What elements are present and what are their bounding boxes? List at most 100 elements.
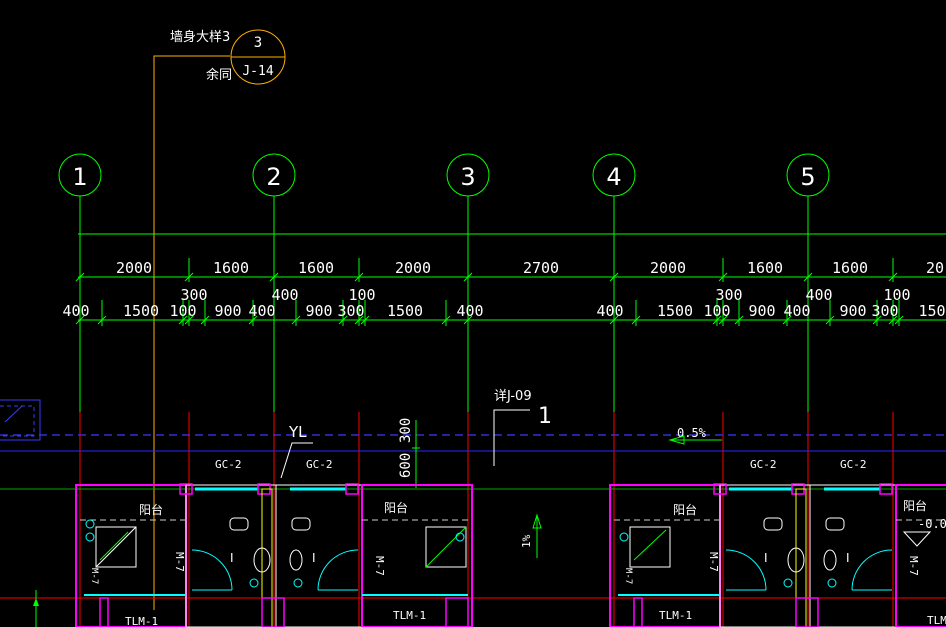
dim-label: 300 — [180, 286, 207, 304]
callout-remark: 余同 — [206, 67, 232, 83]
detail-reference[interactable]: 详J-09 1 — [493, 389, 552, 466]
door-label: M-7 — [89, 568, 99, 584]
axis-1-label: 1 — [72, 163, 87, 191]
room-label: 阳台 — [673, 502, 697, 517]
balcony-door-labels: TLM-1 TLM-1 TLM-1 TLM-1 — [125, 609, 946, 627]
dim-label: 2000 — [116, 259, 152, 277]
pipe-label-group[interactable]: YL — [280, 423, 313, 479]
window-label: GC-2 — [306, 458, 333, 471]
detail-number: 1 — [538, 404, 552, 429]
dim-label: 900 — [748, 302, 775, 320]
left-stair-outline — [0, 399, 41, 627]
dim-row2-ticks — [75, 300, 904, 326]
door-label: M-7 — [373, 556, 386, 576]
axis-2-label: 2 — [266, 163, 281, 191]
callout-number: 3 — [254, 35, 262, 51]
room-label: 阳台 — [139, 502, 163, 517]
pipe-label: YL — [288, 423, 307, 441]
vdim-label: 600 — [398, 453, 414, 478]
slope-indicator: 0.5% — [668, 426, 722, 445]
vertical-dimension: 600 300 — [398, 418, 420, 488]
room-label: 阳台 — [903, 498, 927, 513]
dim-label: 400 — [62, 302, 89, 320]
door-label: M-7 — [173, 552, 186, 572]
window-label: GC-2 — [750, 458, 777, 471]
dim-label: 400 — [596, 302, 623, 320]
window-labels: GC-2 GC-2 GC-2 GC-2 — [215, 458, 867, 471]
fixture-label: I — [230, 551, 234, 565]
balcony-door-label: TLM-1 — [393, 609, 426, 622]
dim-row1-labels: 2000 1600 1600 2000 2700 2000 1600 1600 … — [116, 259, 944, 277]
axis-1[interactable]: 1 — [58, 153, 102, 412]
dim-label: 300 — [337, 302, 364, 320]
dim-label: 300 — [871, 302, 898, 320]
axis-3-label: 3 — [460, 163, 475, 191]
dim-row2-labels: 400 1500 100 900 400 900 300 1500 400 40… — [62, 302, 945, 320]
dim-label: 2000 — [395, 259, 431, 277]
dim-row1-ticks — [75, 258, 898, 282]
axis-5-label: 5 — [800, 163, 815, 191]
door-label: M-7 — [623, 568, 633, 584]
door-label: M-7 — [907, 556, 920, 576]
room-label: 阳台 — [384, 500, 408, 515]
fixture-label: I — [312, 551, 316, 565]
callout-note: 墙身大样3 — [170, 29, 230, 45]
unit-left — [75, 483, 473, 627]
dim-label: 2000 — [650, 259, 686, 277]
dim-label: 1600 — [832, 259, 868, 277]
dim-label: 900 — [839, 302, 866, 320]
beam-lines — [0, 434, 946, 452]
dim-label: 100 — [169, 302, 196, 320]
detail-ref-label: 详J-09 — [494, 389, 532, 404]
slope-label: 0.5% — [677, 426, 707, 440]
balcony-door-label: TLM-1 — [125, 615, 158, 627]
dim-label: 400 — [805, 286, 832, 304]
dimension-lines: 2000 1600 1600 2000 2700 2000 1600 1600 … — [62, 233, 946, 326]
dim-label: 1600 — [213, 259, 249, 277]
callout-sheet: J-14 — [242, 64, 273, 79]
elevation-label: -0.0 — [918, 517, 946, 531]
dim-label: 1500 — [387, 302, 423, 320]
dim-label: 900 — [214, 302, 241, 320]
corridor-slope-label: 1% — [520, 534, 533, 548]
corridor-slope: 1% — [520, 513, 542, 558]
callout-leader-line — [153, 55, 230, 610]
axis-2[interactable]: 2 — [252, 153, 296, 412]
dim-label: 1600 — [747, 259, 783, 277]
dim-label: 2700 — [523, 259, 559, 277]
axis-4-label: 4 — [606, 163, 621, 191]
dim-label: 100 — [348, 286, 375, 304]
axis-5[interactable]: 5 — [786, 153, 830, 412]
vdim-label: 300 — [398, 418, 414, 443]
balcony-door-label: TLM-1 — [659, 609, 692, 622]
axis-4[interactable]: 4 — [592, 153, 636, 412]
dim-label: 400 — [248, 302, 275, 320]
dim-label: 20 — [926, 259, 944, 277]
dim-label: 400 — [271, 286, 298, 304]
window-label: GC-2 — [840, 458, 867, 471]
wall-section-callout[interactable]: 墙身大样3 3 J-14 余同 — [153, 29, 286, 610]
dim-label: 900 — [305, 302, 332, 320]
window-label: GC-2 — [215, 458, 242, 471]
fixture-labels: I I I I — [230, 551, 850, 565]
fixture-label: I — [846, 551, 850, 565]
fixture-label: I — [764, 551, 768, 565]
dim-label: 100 — [883, 286, 910, 304]
dim-label: 100 — [703, 302, 730, 320]
dim-label: 400 — [456, 302, 483, 320]
dim-label: 1600 — [298, 259, 334, 277]
door-labels: M-7 M-7 M-7 M-7 M-7 M-7 — [89, 552, 920, 584]
dim-label: 300 — [715, 286, 742, 304]
dim-label: 150 — [918, 302, 945, 320]
dim-label: 1500 — [123, 302, 159, 320]
dim-row2-upper-labels: 300 400 100 300 400 100 — [180, 286, 910, 304]
dim-label: 1500 — [657, 302, 693, 320]
dim-label: 400 — [783, 302, 810, 320]
unit-right — [609, 483, 946, 627]
axis-3[interactable]: 3 — [446, 153, 490, 412]
axis-grid: 1 2 3 4 5 — [58, 153, 830, 412]
balcony-door-label: TLM-1 — [927, 614, 946, 627]
room-labels: 阳台 阳台 阳台 阳台 — [139, 498, 927, 517]
